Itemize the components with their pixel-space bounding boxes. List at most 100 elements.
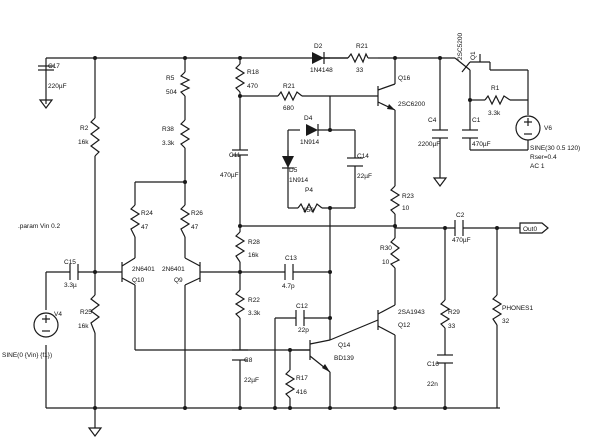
label-q9: Q9 (174, 277, 183, 284)
label-r30-value: 10 (382, 259, 390, 266)
label-d2-value: 1N4148 (310, 67, 333, 74)
label-phones1-value: 32 (502, 318, 510, 325)
resistor-r2 (90, 117, 100, 157)
label-d4: D4 (304, 115, 313, 122)
junctions (93, 56, 499, 410)
label-c1-value: 470µF (472, 141, 491, 148)
label-c8: C8 (244, 357, 253, 364)
label-c8-value: 22µF (244, 377, 259, 384)
label-r21-33: R21 (356, 43, 368, 50)
label-p4-value: 150 (303, 207, 314, 214)
label-rser: Rser=0.4 (530, 154, 557, 161)
voltage-source-v4 (33, 312, 59, 338)
label-c4: C4 (428, 117, 437, 124)
label-r2-value: 16k (78, 139, 89, 146)
label-q1: Q1 (470, 51, 477, 60)
label-q14-value: BD139 (334, 355, 354, 362)
label-r38: R38 (162, 126, 174, 133)
label-r23-10-value: 10 (402, 205, 410, 212)
label-c14-value: 22µF (357, 173, 372, 180)
label-r29: R29 (448, 309, 460, 316)
label-c12-value: 22p (298, 327, 309, 334)
capacitor-c16 (437, 354, 453, 364)
label-r5: R5 (166, 75, 175, 82)
resistor-r38 (179, 119, 191, 149)
label-c13: C13 (285, 255, 297, 262)
label-r5-value: 504 (166, 89, 177, 96)
label-q12: Q12 (398, 322, 411, 329)
label-q12-value: 2SA1943 (398, 309, 425, 316)
label-r2: R2 (80, 125, 89, 132)
label-q16: Q16 (398, 75, 411, 82)
resistor-r23 (234, 231, 246, 263)
label-d4-value: 1N914 (300, 139, 320, 146)
label-c4-value: 2200µF (418, 141, 440, 148)
voltage-source-v6 (515, 115, 541, 141)
label-q14: Q14 (338, 342, 351, 349)
label-r1-value: 3.3k (488, 110, 501, 117)
label-q16-value: 2SC6200 (398, 101, 425, 108)
label-2sc5200: 2SC5200 (457, 33, 464, 60)
resistor-p4 (297, 202, 323, 214)
resistor-r26 (179, 204, 191, 238)
transistor-q1 (461, 54, 491, 73)
label-r18: R18 (247, 69, 259, 76)
transistor-q16 (377, 83, 396, 111)
resistor-r1 (484, 94, 511, 106)
label-c16-value: 22n (427, 381, 438, 388)
label-c2: C2 (456, 212, 465, 219)
label-r29-value: 33 (448, 323, 456, 330)
label-r24: R24 (141, 210, 153, 217)
label-r18-value: 470 (247, 83, 258, 90)
label-q10-value: 2N6401 (132, 266, 155, 273)
label-ac1: AC 1 (530, 163, 545, 170)
label-d2: D2 (314, 43, 323, 50)
label-c14: C14 (357, 153, 369, 160)
label-r23-16k: R28 (248, 239, 260, 246)
transistor-q12 (377, 304, 396, 336)
label-v6: V6 (544, 125, 552, 132)
label-p4: P4 (305, 187, 313, 194)
label-r17: R17 (296, 375, 308, 382)
label-c11-value: 470µF (220, 172, 239, 179)
label-d5-value: 1N914 (289, 177, 309, 184)
resistor-r22 (234, 289, 246, 319)
resistor-r30 (389, 237, 401, 269)
capacitor-c2 (454, 220, 464, 236)
labels: C17 220µF R2 16k R5 504 R38 3.3k R24 47 … (2, 33, 580, 396)
label-r26: R26 (191, 210, 203, 217)
resistor-r21-680 (277, 90, 303, 102)
label-r23-10: R23 (402, 193, 414, 200)
resistor-r28 (90, 294, 100, 334)
label-r17-value: 416 (296, 389, 307, 396)
label-r21-680: R21 (283, 83, 295, 90)
label-r30: R30 (380, 245, 392, 252)
label-r38-value: 3.3k (162, 140, 175, 147)
label-q9-value: 2N6401 (162, 266, 185, 273)
capacitor-c17 (38, 65, 54, 109)
transistor-q10 (121, 257, 136, 286)
label-q10: Q10 (132, 277, 145, 284)
label-phones1: PHONES1 (502, 305, 533, 312)
label-r22-value: 3.3k (248, 310, 261, 317)
label-r23-16k-value: 16k (248, 252, 259, 259)
resistor-r17 (284, 369, 296, 399)
label-param: .param Vin 0.2 (18, 223, 61, 230)
transistor-q14 (309, 339, 331, 373)
capacitor-c1 (462, 129, 478, 139)
capacitor-c14 (347, 157, 363, 167)
label-c16: C16 (427, 361, 439, 368)
capacitor-c13 (284, 264, 294, 280)
diode-d2 (312, 52, 348, 64)
label-r1: R1 (491, 85, 500, 92)
label-c15-value: 3.3µ (64, 282, 77, 289)
resistor-r23-10 (389, 185, 401, 215)
capacitor-c8 (232, 349, 248, 361)
label-r22: R22 (248, 297, 260, 304)
resistor-r29 (439, 299, 451, 329)
label-r25-value: 16k (78, 323, 89, 330)
label-c1: C1 (472, 117, 481, 124)
capacitor-c4 (432, 129, 448, 187)
transistor-q9 (184, 257, 201, 286)
